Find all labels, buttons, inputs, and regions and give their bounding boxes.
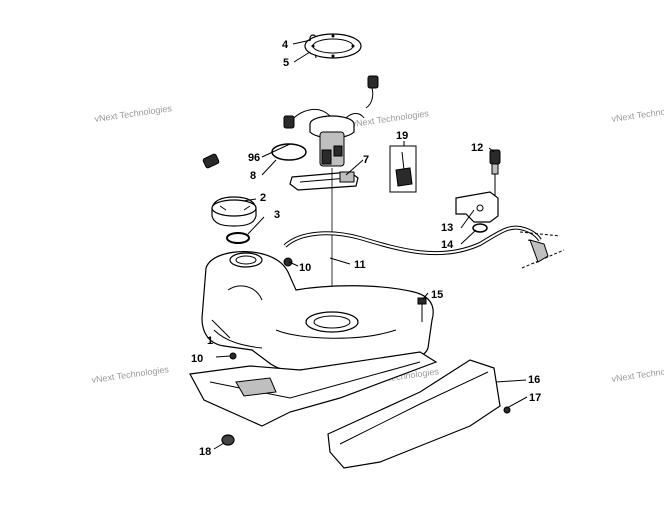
fuel-sender-bracket [289, 171, 359, 191]
frame-section [519, 231, 565, 269]
callout-10-upper: 10 [299, 262, 311, 274]
vent-hose [283, 225, 542, 256]
callout-12: 12 [471, 142, 483, 154]
cap-gasket [226, 232, 250, 244]
fuel-tank [201, 251, 434, 372]
callout-labels: 1 2 3 4 5 6 7 8 9 10 10 11 12 13 14 15 1… [191, 39, 541, 458]
watermark: vNext Technologies [611, 103, 664, 124]
callout-1: 1 [207, 335, 213, 347]
callout-6: 6 [254, 152, 260, 164]
callout-2: 2 [260, 192, 266, 204]
callout-9: 9 [248, 152, 254, 164]
callout-8: 8 [250, 170, 256, 182]
watermark: vNext Technologies [94, 103, 173, 124]
callout-5: 5 [283, 57, 289, 69]
callout-14: 14 [441, 239, 454, 251]
skid-plate [327, 359, 501, 469]
hose-clamp [283, 257, 293, 267]
fuel-float-box [389, 145, 417, 193]
tank-clamp [229, 352, 237, 360]
drain-grommet [221, 434, 235, 446]
hose-clip [472, 223, 488, 233]
callout-17: 17 [529, 392, 541, 404]
watermark: vNext Technologies [351, 108, 430, 129]
callout-19: 19 [396, 130, 408, 142]
callout-4: 4 [282, 39, 289, 51]
fuel-line-hose [202, 62, 379, 169]
fuel-pump-assembly [283, 108, 365, 167]
pump-o-ring [271, 143, 307, 161]
leader-lines [211, 39, 528, 450]
callout-10-lower: 10 [191, 353, 203, 365]
callout-11: 11 [354, 259, 366, 271]
callout-16: 16 [528, 374, 540, 386]
callout-7: 7 [363, 154, 369, 166]
fuel-cap [211, 196, 257, 227]
tank-tray [189, 351, 438, 427]
watermark: vNext Technologies [91, 364, 170, 385]
skid-plate-screw [503, 406, 511, 414]
callout-13: 13 [441, 222, 453, 234]
callout-18: 18 [199, 446, 211, 458]
watermark: vNext Technologies [611, 363, 664, 384]
callout-15: 15 [431, 289, 443, 301]
callout-3: 3 [274, 209, 280, 221]
hose-bracket [455, 191, 499, 223]
pump-screw-and-ring [304, 33, 362, 59]
